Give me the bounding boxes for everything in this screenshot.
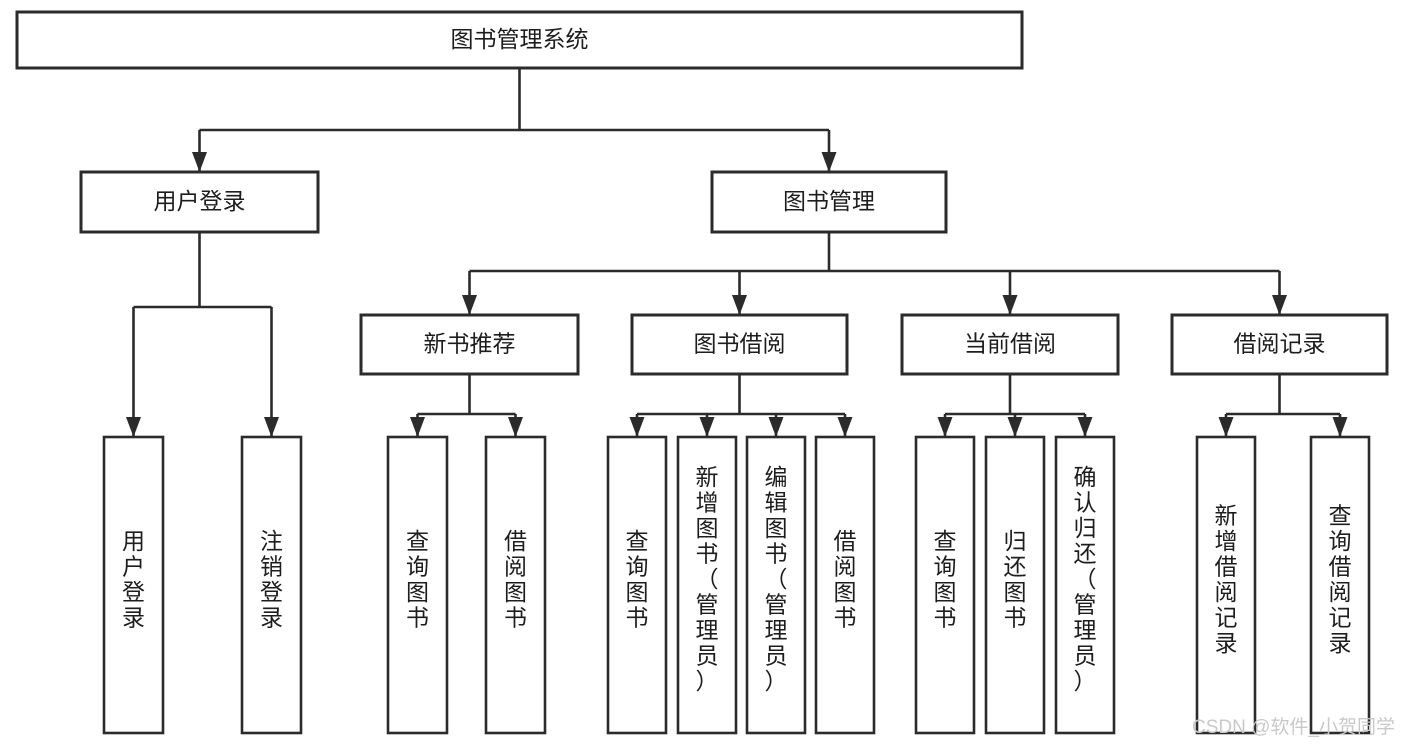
- connector-layer: [126, 68, 1348, 437]
- book-borrow-to-leaves-arrow-3: [837, 417, 853, 437]
- node-edit-book-admin[interactable]: 编辑图书（管理员）: [745, 435, 807, 735]
- node-box-root[interactable]: [15, 10, 1024, 70]
- node-user-logout[interactable]: 注销登录: [240, 435, 303, 735]
- node-label-query-borrow-record: 查询借阅记录: [1329, 502, 1352, 656]
- node-label-user-login: 用户登录: [154, 188, 246, 214]
- node-box-confirm-return-admin[interactable]: [1054, 435, 1116, 735]
- node-label-confirm-return-admin: 确认归还（管理员）: [1074, 464, 1097, 694]
- node-box-add-book-admin[interactable]: [676, 435, 738, 735]
- book-borrow-to-leaves-arrow-1: [699, 417, 715, 437]
- node-box-query-borrow-record[interactable]: [1309, 435, 1371, 735]
- node-label-current-borrow: 当前借阅: [964, 331, 1056, 357]
- borrow-record-to-leaves-arrow-0: [1218, 417, 1234, 437]
- book-manage-to-groups-arrow-3: [1272, 295, 1287, 315]
- node-layer: 图书管理系统用户登录图书管理用户登录注销登录新书推荐查询图书借阅图书图书借阅查询…: [15, 10, 1389, 735]
- current-borrow-to-leaves-arrow-2: [1077, 417, 1093, 437]
- user-login-to-leaves-arrow-0: [126, 417, 141, 437]
- node-query-book-1[interactable]: 查询图书: [386, 435, 449, 735]
- node-box-query-book-2[interactable]: [606, 435, 668, 735]
- node-box-add-borrow-record[interactable]: [1195, 435, 1257, 735]
- node-label-user-logout: 注销登录: [260, 528, 283, 631]
- node-label-edit-book-admin: 编辑图书（管理员）: [765, 464, 788, 694]
- node-new-book-recommend[interactable]: 新书推荐: [359, 313, 580, 376]
- node-query-book-3[interactable]: 查询图书: [914, 435, 976, 735]
- node-query-book-2[interactable]: 查询图书: [606, 435, 668, 735]
- node-book-manage[interactable]: 图书管理: [710, 170, 948, 234]
- book-borrow-to-leaves-arrow-0: [629, 417, 645, 437]
- node-label-book-manage: 图书管理: [783, 188, 875, 214]
- node-label-book-borrow: 图书借阅: [694, 331, 786, 357]
- node-borrow-book-2[interactable]: 借阅图书: [814, 435, 876, 735]
- node-label-borrow-record: 借阅记录: [1234, 331, 1326, 357]
- book-manage-to-groups-arrow-0: [462, 295, 477, 315]
- user-login-to-leaves-arrow-1: [264, 417, 279, 437]
- book-manage-to-groups-arrow-1: [732, 295, 747, 315]
- node-box-query-book-3[interactable]: [914, 435, 976, 735]
- node-box-book-borrow[interactable]: [630, 313, 849, 376]
- book-manage-to-groups-arrow-2: [1002, 295, 1018, 315]
- node-user-login-do[interactable]: 用户登录: [102, 435, 165, 735]
- node-query-borrow-record[interactable]: 查询借阅记录: [1309, 435, 1371, 735]
- node-box-query-book-1[interactable]: [386, 435, 449, 735]
- node-label-query-book-3: 查询图书: [934, 528, 957, 631]
- node-box-user-login[interactable]: [79, 170, 320, 234]
- node-user-login[interactable]: 用户登录: [79, 170, 320, 234]
- node-box-return-book[interactable]: [984, 435, 1046, 735]
- node-label-new-book-recommend: 新书推荐: [424, 331, 516, 357]
- node-box-current-borrow[interactable]: [900, 313, 1120, 376]
- node-confirm-return-admin[interactable]: 确认归还（管理员）: [1054, 435, 1116, 735]
- node-box-user-login-do[interactable]: [102, 435, 165, 735]
- node-box-edit-book-admin[interactable]: [745, 435, 807, 735]
- csdn-watermark: CSDN @软件_小贺同学: [1192, 716, 1395, 738]
- node-borrow-record[interactable]: 借阅记录: [1170, 313, 1389, 376]
- node-box-user-logout[interactable]: [240, 435, 303, 735]
- node-box-borrow-record[interactable]: [1170, 313, 1389, 376]
- node-label-return-book: 归还图书: [1004, 528, 1027, 631]
- new-book-recommend-to-leaves-arrow-1: [508, 417, 523, 437]
- node-box-borrow-book-2[interactable]: [814, 435, 876, 735]
- borrow-record-to-leaves-arrow-1: [1332, 417, 1348, 437]
- node-current-borrow[interactable]: 当前借阅: [900, 313, 1120, 376]
- node-label-add-book-admin: 新增图书（管理员）: [696, 464, 719, 694]
- node-label-user-login-do: 用户登录: [122, 528, 145, 631]
- node-label-borrow-book-1: 借阅图书: [504, 528, 527, 631]
- node-book-borrow[interactable]: 图书借阅: [630, 313, 849, 376]
- node-box-book-manage[interactable]: [710, 170, 948, 234]
- book-borrow-to-leaves-arrow-2: [768, 417, 784, 437]
- node-add-borrow-record[interactable]: 新增借阅记录: [1195, 435, 1257, 735]
- node-return-book[interactable]: 归还图书: [984, 435, 1046, 735]
- current-borrow-to-leaves-arrow-0: [937, 417, 953, 437]
- node-add-book-admin[interactable]: 新增图书（管理员）: [676, 435, 738, 735]
- root-to-level2-arrow-0: [192, 152, 207, 172]
- node-label-add-borrow-record: 新增借阅记录: [1215, 502, 1238, 656]
- node-box-new-book-recommend[interactable]: [359, 313, 580, 376]
- current-borrow-to-leaves-arrow-1: [1007, 417, 1023, 437]
- node-root[interactable]: 图书管理系统: [15, 10, 1024, 70]
- node-label-query-book-1: 查询图书: [406, 528, 429, 631]
- node-box-borrow-book-1[interactable]: [484, 435, 547, 735]
- node-label-query-book-2: 查询图书: [626, 528, 649, 631]
- node-label-root: 图书管理系统: [451, 26, 589, 52]
- node-label-borrow-book-2: 借阅图书: [834, 528, 857, 631]
- node-borrow-book-1[interactable]: 借阅图书: [484, 435, 547, 735]
- root-to-level2-arrow-1: [821, 152, 837, 172]
- new-book-recommend-to-leaves-arrow-0: [410, 417, 425, 437]
